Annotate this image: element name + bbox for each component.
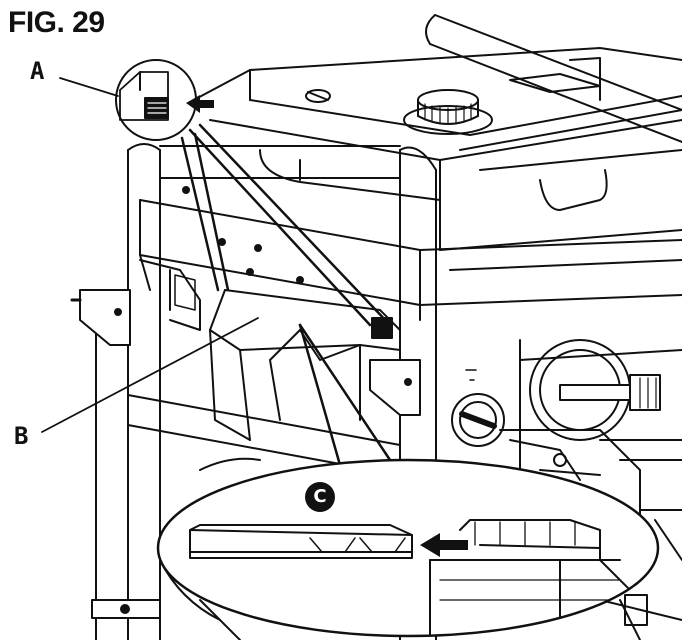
frame-tube-left: [128, 144, 160, 640]
callout-badge-c: C: [305, 482, 335, 512]
lower-right-parts: [620, 510, 682, 640]
callout-leader-a: [182, 125, 390, 325]
tube-clamp-bottom: [92, 600, 160, 618]
frame-tube-horizontal: [128, 146, 400, 475]
latch-tab-detail: [145, 98, 168, 118]
callout-label-a: A: [30, 57, 45, 85]
tank-vent: [306, 90, 330, 102]
tube-bracket-left: [72, 290, 130, 345]
detail-circle-a: [116, 60, 196, 140]
tube-bracket-middle: [370, 360, 420, 415]
insert-arrow-icon: [420, 533, 468, 557]
frame-tube-left-outer: [96, 300, 128, 640]
fuel-tank: [160, 48, 682, 250]
filter-box-latch: [372, 318, 392, 338]
callout-line-b: [42, 318, 258, 432]
callout-leader-c: [300, 325, 390, 465]
figure-title: FIG. 29: [8, 6, 105, 39]
top-handle-bar: [426, 15, 682, 142]
arrow-icon: [186, 95, 214, 113]
air-filter-element: [190, 525, 412, 558]
fuel-cap: [404, 90, 492, 134]
recoil-starter: [520, 340, 682, 470]
detail-ellipse-c: [158, 460, 658, 640]
engine-start-switch: [452, 370, 504, 446]
filter-housing-detail: [430, 520, 640, 640]
engine-block: [500, 430, 682, 520]
callout-label-b: B: [14, 422, 29, 450]
air-filter-housing: [140, 260, 400, 440]
side-cover: [140, 187, 682, 320]
callout-line-a: [60, 78, 118, 96]
